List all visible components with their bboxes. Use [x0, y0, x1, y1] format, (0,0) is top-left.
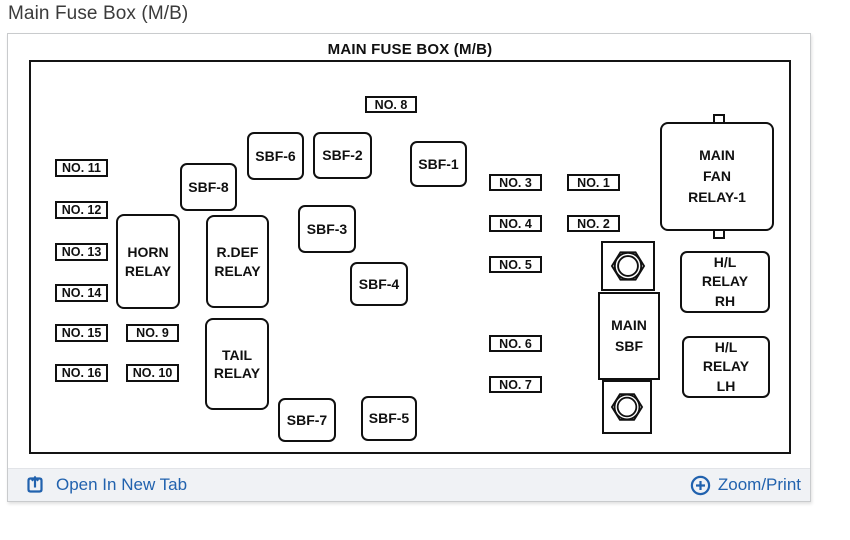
diagram-panel: MAIN FUSE BOX (M/B) NO. 11 NO. 12 NO. 13… — [7, 33, 811, 502]
main-sbf-bottom-terminal — [602, 380, 652, 434]
page-title: Main Fuse Box (M/B) — [8, 3, 189, 24]
rdef-relay-box: R.DEF RELAY — [206, 215, 269, 308]
zoom-plus-icon — [690, 475, 711, 496]
fuse-label-no12: NO. 12 — [55, 201, 108, 219]
fuse-box-sbf2: SBF-2 — [313, 132, 372, 179]
main-sbf-top-terminal — [601, 241, 655, 291]
fuse-label-no9: NO. 9 — [126, 324, 179, 342]
hl-relay-rh-box: H/L RELAY RH — [680, 251, 770, 313]
fuse-box-sbf1: SBF-1 — [410, 141, 467, 187]
fuse-box-sbf5: SBF-5 — [361, 396, 417, 441]
hex-bolt-icon — [610, 251, 646, 281]
fuse-box-sbf3: SBF-3 — [298, 205, 356, 253]
fuse-label-no5: NO. 5 — [489, 256, 542, 273]
fuse-label-no10: NO. 10 — [126, 364, 179, 382]
fuse-label-no13: NO. 13 — [55, 243, 108, 261]
open-in-new-tab-icon — [25, 475, 45, 495]
fuse-label-no3: NO. 3 — [489, 174, 542, 191]
fuse-label-no2: NO. 2 — [567, 215, 620, 232]
fuse-label-no7: NO. 7 — [489, 376, 542, 393]
fuse-label-no8: NO. 8 — [365, 96, 417, 113]
tail-relay-box: TAIL RELAY — [205, 318, 269, 410]
fuse-label-no16: NO. 16 — [55, 364, 108, 382]
diagram-title: MAIN FUSE BOX (M/B) — [327, 41, 493, 58]
hex-bolt-icon — [610, 393, 644, 421]
open-in-new-tab-label: Open In New Tab — [56, 475, 188, 494]
fuse-label-no6: NO. 6 — [489, 335, 542, 352]
main-fan-relay-box: MAIN FAN RELAY-1 — [660, 122, 774, 231]
main-sbf-box: MAIN SBF — [598, 292, 660, 380]
panel-action-bar: Open In New Tab Zoom/Print — [8, 468, 810, 501]
fuse-box-sbf7: SBF-7 — [278, 398, 336, 442]
fuse-label-no15: NO. 15 — [55, 324, 108, 342]
hl-relay-lh-box: H/L RELAY LH — [682, 336, 770, 398]
fuse-label-no14: NO. 14 — [55, 284, 108, 302]
fuse-box-sbf4: SBF-4 — [350, 262, 408, 306]
fuse-box-sbf8: SBF-8 — [180, 163, 237, 211]
zoom-print-label: Zoom/Print — [717, 475, 801, 494]
open-in-new-tab-link[interactable]: Open In New Tab — [25, 475, 187, 495]
fuse-label-no11: NO. 11 — [55, 159, 108, 177]
horn-relay-box: HORN RELAY — [116, 214, 180, 309]
fuse-label-no1: NO. 1 — [567, 174, 620, 191]
fuse-label-no4: NO. 4 — [489, 215, 542, 232]
zoom-print-link[interactable]: Zoom/Print — [690, 475, 801, 496]
fuse-box-diagram: NO. 11 NO. 12 NO. 13 NO. 14 NO. 15 NO. 1… — [29, 60, 791, 454]
fuse-box-sbf6: SBF-6 — [247, 132, 304, 180]
